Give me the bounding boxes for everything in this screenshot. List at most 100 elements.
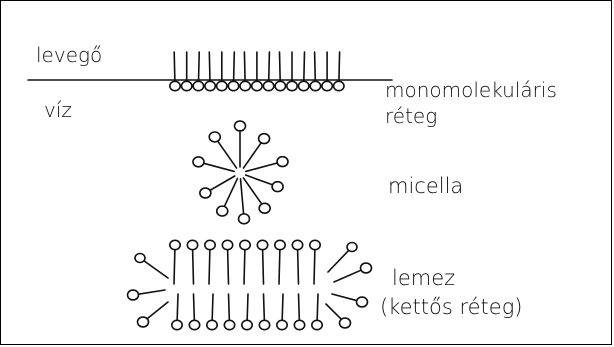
label-water: víz — [44, 98, 72, 122]
tail — [328, 251, 349, 272]
tail — [334, 270, 361, 282]
label-monolayer-line1: monomolekuláris — [385, 78, 557, 102]
bilayer-top-molecule — [257, 240, 267, 284]
monolayer-molecule — [182, 52, 192, 91]
bilayer-top-molecule — [310, 240, 320, 284]
bilayer-top-molecule — [240, 240, 250, 284]
monolayer-molecule — [287, 52, 297, 91]
tail — [317, 294, 318, 320]
bilayer-top-molecule — [170, 240, 180, 284]
head — [294, 320, 304, 329]
bilayer-bottom-molecule — [312, 294, 322, 330]
head — [222, 240, 232, 249]
monolayer-molecule — [217, 52, 227, 91]
tail — [279, 250, 280, 284]
head — [347, 243, 357, 252]
bilayer-bottom-molecule — [259, 294, 269, 330]
head — [299, 81, 309, 90]
monolayer-molecule — [263, 52, 273, 91]
head — [217, 81, 227, 90]
label-micelle: micella — [388, 174, 463, 198]
tail — [243, 178, 261, 204]
label-air: levegő — [36, 43, 102, 67]
head — [217, 206, 228, 216]
tail — [247, 294, 248, 320]
micelle-molecule — [235, 121, 246, 167]
tail — [204, 163, 234, 171]
bilayer-bottom-molecule — [207, 294, 217, 330]
head — [235, 121, 246, 131]
head — [187, 240, 197, 249]
tail — [304, 52, 305, 81]
head — [340, 318, 351, 328]
head — [193, 157, 204, 167]
tail — [177, 294, 178, 320]
head — [277, 157, 288, 167]
head — [257, 240, 267, 249]
bilayer-bottom-molecule — [189, 294, 199, 330]
head — [135, 254, 145, 263]
head — [322, 81, 332, 90]
micelle-molecule — [243, 134, 269, 168]
head — [263, 81, 273, 90]
tail — [263, 250, 264, 284]
tail — [225, 178, 238, 206]
bilayer-edge-molecule — [135, 254, 168, 279]
head — [170, 240, 180, 249]
bilayer-top-molecule — [222, 240, 232, 284]
head — [193, 81, 203, 90]
head — [252, 81, 262, 90]
head — [357, 297, 368, 307]
bilayer-edge-molecule — [128, 290, 166, 300]
monolayer-molecule — [322, 52, 332, 91]
tail — [326, 304, 341, 319]
tail — [210, 176, 235, 190]
monolayer-molecule — [334, 52, 344, 91]
tail — [246, 175, 273, 185]
monolayer-molecule — [299, 52, 309, 91]
tail — [194, 294, 195, 320]
head — [310, 240, 320, 249]
tail — [269, 52, 270, 81]
tail — [244, 52, 245, 81]
bilayer-top-molecule — [205, 240, 215, 284]
head — [287, 81, 297, 90]
head — [259, 134, 270, 144]
tail — [282, 294, 283, 320]
bilayer-top-molecule — [275, 240, 285, 284]
monolayer-molecule — [205, 52, 215, 91]
head — [275, 240, 285, 249]
bilayer-bottom-molecule — [242, 294, 252, 330]
head — [224, 320, 234, 329]
head — [242, 320, 252, 329]
micelle-group — [193, 121, 288, 224]
head — [205, 240, 215, 249]
tail — [280, 52, 281, 81]
bilayer-bottom-molecule — [294, 294, 304, 330]
label-bilayer-line2: (kettős réteg) — [380, 295, 523, 319]
head — [239, 214, 250, 224]
label-bilayer-line1: lemez — [392, 266, 455, 290]
bilayer-edge-molecule — [332, 294, 368, 307]
tail — [218, 141, 237, 168]
tail — [264, 294, 265, 320]
head — [128, 290, 139, 300]
tail — [212, 294, 213, 320]
head — [138, 317, 149, 327]
head — [275, 81, 285, 90]
tail — [314, 250, 315, 284]
monolayer-molecule — [252, 52, 262, 91]
tail — [246, 163, 277, 171]
monolayer-molecule — [310, 52, 320, 91]
micelle-molecule — [239, 179, 250, 224]
bilayer-edge-molecule — [138, 302, 169, 327]
monolayer-molecule — [170, 52, 180, 91]
tail — [199, 52, 200, 81]
head — [209, 132, 220, 142]
tail — [339, 52, 340, 81]
head — [277, 320, 287, 329]
tail — [138, 290, 165, 294]
tail — [228, 250, 229, 284]
bilayer-group — [128, 240, 372, 329]
